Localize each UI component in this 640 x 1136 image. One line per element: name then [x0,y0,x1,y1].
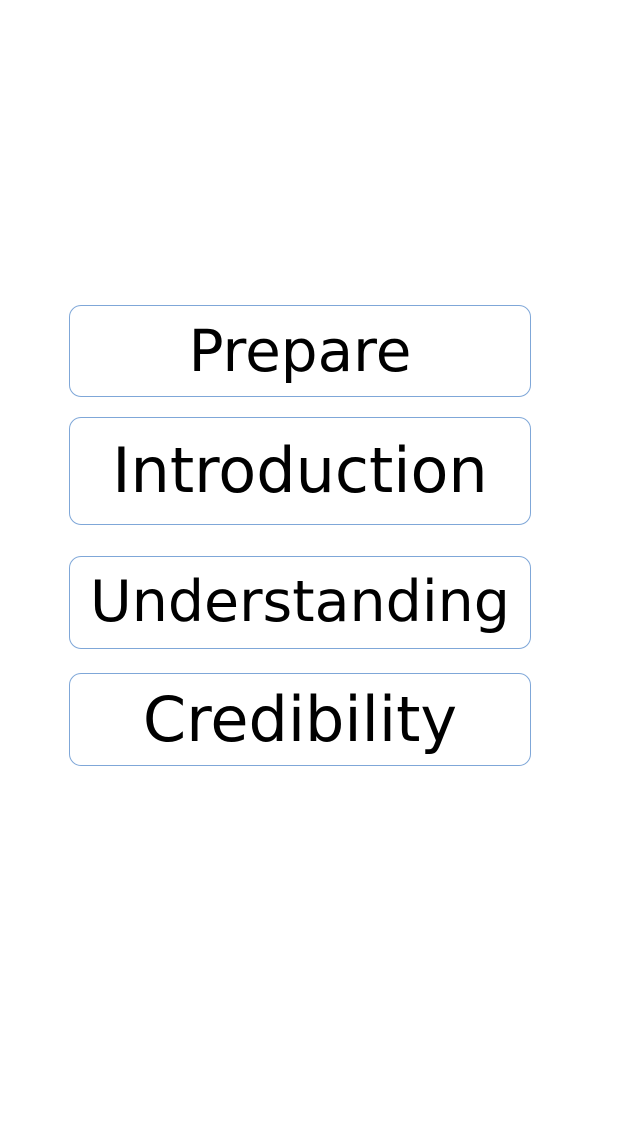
credibility-button-label: Credibility [142,682,458,756]
introduction-button-label: Introduction [112,434,488,507]
understanding-button-label: Understanding [90,569,510,635]
credibility-button[interactable]: Credibility [69,673,531,766]
prepare-button-label: Prepare [188,317,412,385]
prepare-button[interactable]: Prepare [69,305,531,397]
understanding-button[interactable]: Understanding [69,556,531,649]
introduction-button[interactable]: Introduction [69,417,531,525]
